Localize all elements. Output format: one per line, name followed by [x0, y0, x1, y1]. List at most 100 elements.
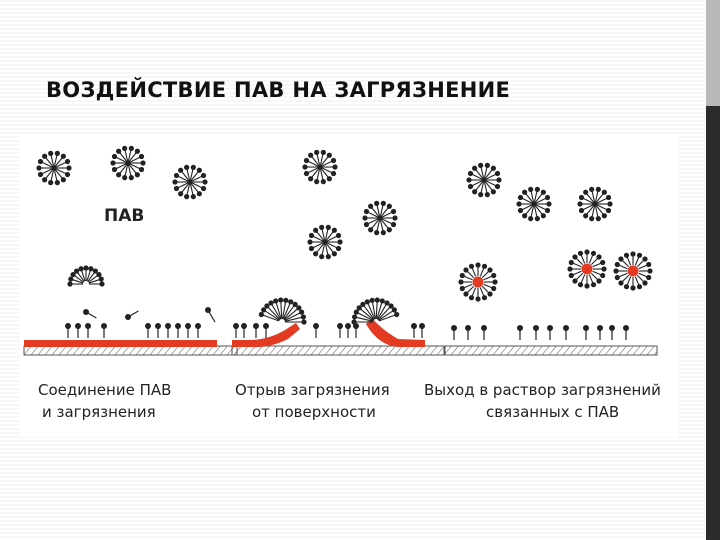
- micelle-p3-dirt-b-head-3: [590, 282, 597, 288]
- molecule-p1-8-head: [185, 323, 191, 329]
- molecule-p1-9-head: [195, 323, 201, 329]
- micelle-p3-c-head-8: [578, 194, 585, 201]
- micelle-p1-a-head-5: [42, 177, 48, 183]
- molecule-p3-3-head: [517, 325, 523, 331]
- micelle-p2-dome-b-tail-12: [378, 313, 397, 322]
- micelle-p2-dome-b-tail-9: [377, 302, 388, 320]
- dirt-film-1: [24, 340, 217, 347]
- micelle-p2-dome-a-head-8: [292, 301, 298, 307]
- micelle-p1-dome-head-8: [96, 271, 102, 278]
- micelle-p3-dirt-b-dirt-core: [581, 263, 593, 275]
- micelle-p3-dirt-b-head-13: [590, 250, 597, 256]
- surfactant-label: ПАВ: [104, 206, 145, 226]
- micelle-p2-dome-a-head-9: [296, 305, 302, 311]
- micelle-p2-c-head-13: [335, 232, 342, 239]
- micelle-p1-b-head-5: [116, 172, 122, 178]
- molecule-p3-9-head: [609, 325, 615, 331]
- micelle-p2-dome-a-head-0: [258, 311, 264, 318]
- molecule-p3-7-head: [583, 325, 589, 331]
- micelle-p1-c-center: [187, 179, 193, 185]
- micelle-p2-c-head-4: [319, 254, 325, 260]
- molecule-p1-free-c-head: [125, 314, 131, 320]
- micelle-p2-dome-b-head-2: [353, 309, 359, 315]
- micelle-p1-c: [172, 164, 208, 200]
- micelle-p2-dome-a-tail-5: [280, 300, 283, 320]
- molecule-p3-10-head: [623, 325, 629, 331]
- micelle-p3-dirt-a-head-9: [459, 272, 465, 279]
- micelle-p3-b-head-2: [540, 213, 546, 219]
- micelle-p1-a-head-2: [60, 177, 66, 183]
- micelle-p1-b-head-0: [140, 160, 146, 166]
- micelle-p1-a-head-7: [36, 165, 42, 171]
- micelle-p3-b-head-13: [544, 194, 551, 201]
- dirt-lifting-2b: [366, 318, 425, 347]
- micelle-p3-dirt-b-head-14: [596, 254, 602, 260]
- micelle-p2-dome-b-head-0: [351, 319, 357, 325]
- molecule-p1-free-a-head: [205, 307, 211, 313]
- micelle-p1-c-head-5: [178, 191, 184, 197]
- caption-2-line-2: от поверхности: [252, 403, 376, 421]
- molecule-p1-free-b-head: [83, 309, 89, 315]
- molecule-p2-6-head: [345, 323, 351, 329]
- micelle-p3-dirt-a-head-7: [459, 285, 465, 292]
- micelle-p1-c-head-9: [178, 167, 184, 173]
- micelle-p3-dirt-b-head-0: [601, 266, 607, 272]
- micelle-p2-b-head-0: [392, 215, 398, 221]
- micelle-p1-b-head-6: [111, 166, 118, 173]
- micelle-p2-c: [307, 224, 343, 260]
- micelle-p2-dome-b-head-4: [360, 301, 366, 307]
- micelle-p3-dirt-b-head-2: [596, 278, 602, 284]
- micelle-p2-c-head-3: [325, 254, 331, 260]
- micelle-p3-dirt-c-head-6: [618, 280, 624, 286]
- micelle-p2-dome-a-tail-3: [270, 302, 281, 320]
- micelle-p2-dome-b-head-6: [369, 297, 375, 303]
- caption-3-line-2: связанных с ПАВ: [486, 403, 620, 421]
- micelle-p2-c-head-7: [307, 239, 313, 245]
- micelle-p2-a-head-10: [314, 149, 320, 155]
- micelle-p2-dome-b-head-8: [379, 298, 385, 304]
- micelle-p2-a-head-8: [303, 157, 310, 164]
- micelle-p1-c-head-7: [172, 179, 178, 185]
- micelle-p2-c-head-9: [313, 227, 319, 233]
- micelle-p3-b-head-12: [540, 189, 546, 195]
- micelle-p3-a-head-7: [466, 177, 472, 183]
- micelle-p2-a-head-9: [308, 152, 314, 158]
- micelle-p3-dirt-a-head-5: [468, 295, 475, 301]
- micelle-p1-a-head-3: [54, 180, 60, 186]
- micelle-p3-c-head-1: [605, 207, 612, 214]
- micelle-p3-a-head-3: [484, 192, 490, 198]
- molecule-p1-4-head: [145, 323, 151, 329]
- micelle-p2-dome-a-tail-6: [281, 300, 287, 320]
- micelle-p2-a-head-4: [314, 179, 320, 185]
- micelle-p2-dome-a-tail-1: [263, 309, 280, 321]
- micelle-p1-a-head-4: [48, 180, 54, 186]
- micelle-p2-b-head-10: [374, 200, 380, 206]
- micelle-p3-dirt-c-head-7: [614, 274, 620, 281]
- micelle-p2-dome-a-tail-2: [266, 305, 281, 321]
- micelle-p2-dome-b-head-9: [384, 300, 390, 306]
- micelle-p3-dirt-b-head-12: [584, 249, 590, 255]
- micelle-p2-a-head-7: [302, 164, 308, 170]
- micelle-p1-c-head-4: [184, 194, 190, 200]
- micelle-p1-c-head-10: [184, 164, 190, 170]
- micelle-p3-a-head-0: [496, 177, 502, 183]
- micelle-p2-a-head-0: [332, 164, 338, 170]
- micelle-p1-c-head-3: [190, 194, 196, 200]
- micelle-p2-dome-a-head-3: [268, 300, 274, 306]
- micelle-p1-dome-head-1: [68, 276, 74, 282]
- micelle-p2-dome-b-tail-11: [378, 309, 395, 321]
- micelle-p2-dome-b-tail-10: [377, 305, 392, 321]
- micelle-p3-dirt-b-head-9: [568, 259, 574, 266]
- micelle-p2-dome-a-head-2: [264, 303, 270, 309]
- micelle-p2-c-head-0: [337, 239, 343, 245]
- micelle-p1-a: [36, 150, 72, 186]
- micelle-p3-dirt-b-head-1: [600, 272, 606, 279]
- micelle-p3-c-head-7: [577, 201, 583, 207]
- micelle-p2-c-head-6: [308, 245, 315, 252]
- micelle-p1-a-head-13: [64, 158, 71, 165]
- micelle-p3-dirt-c-head-8: [613, 268, 619, 274]
- surfaces-layer: [23, 345, 658, 356]
- micelle-p3-a-head-2: [490, 189, 496, 195]
- micelle-p3-a: [466, 162, 502, 198]
- micelle-p2-dome-b-head-3: [356, 305, 362, 311]
